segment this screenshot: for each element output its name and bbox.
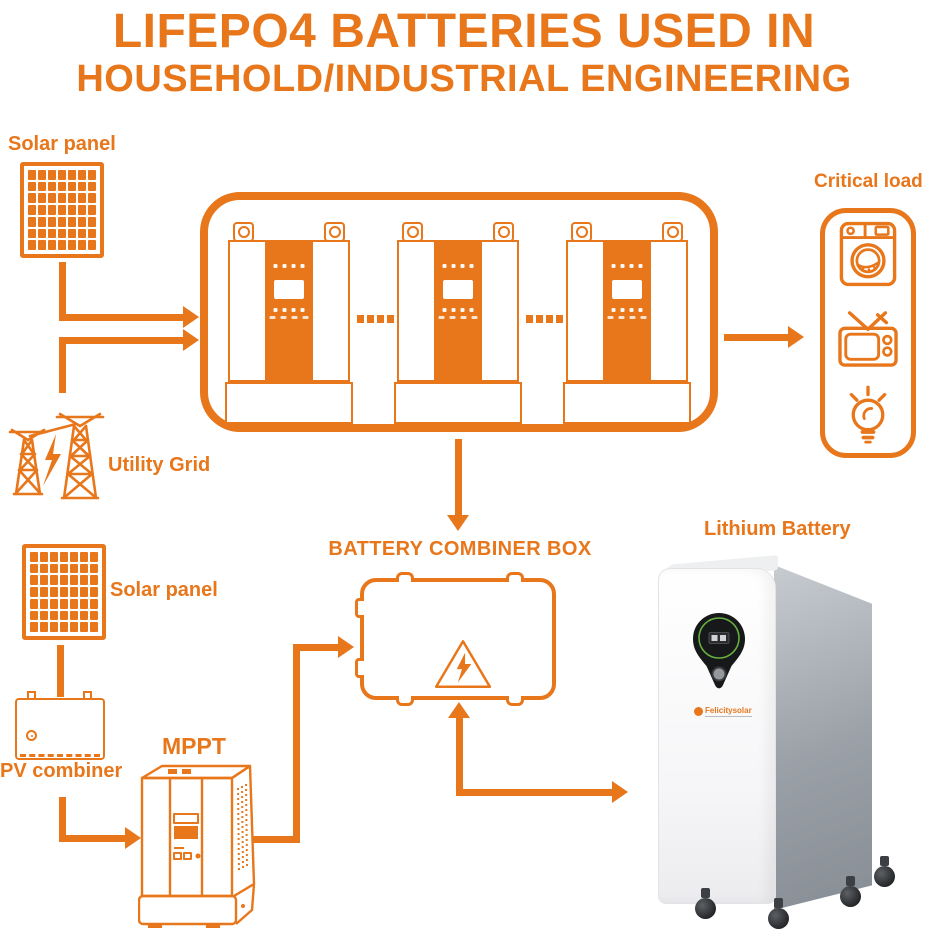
solar-panel-icon	[20, 162, 104, 258]
arrow-mppt-to-combiner-line	[252, 836, 300, 843]
arrow-battery-to-combiner-line	[456, 716, 463, 796]
inverter-ellipsis-dashes	[357, 315, 394, 323]
arrow-mppt-to-combiner-head	[338, 636, 354, 658]
arrow-solar-to-inverters-line	[59, 262, 66, 321]
inverter-ellipsis-dashes	[526, 315, 563, 323]
mppt-controller-icon	[138, 764, 256, 928]
solar-panel-top-label: Solar panel	[8, 133, 116, 155]
battery-display	[693, 613, 745, 689]
solar-panel-bottom-label: Solar panel	[110, 579, 218, 601]
battery-wheel	[874, 856, 895, 887]
arrow-solar-to-inverters-head	[183, 306, 199, 328]
arrow-pv-to-mppt-line	[59, 797, 66, 842]
washing-machine-icon	[839, 221, 897, 287]
battery-side-panel	[774, 565, 872, 910]
critical-load-label: Critical load	[814, 171, 923, 192]
lightning-bolt-icon	[43, 434, 61, 486]
arrow-inverters-to-combiner-head	[447, 515, 469, 531]
page-title-line2: HOUSEHOLD/INDUSTRIAL ENGINEERING	[76, 58, 852, 100]
utility-grid-label: Utility Grid	[108, 454, 211, 476]
pv-combiner-box	[15, 691, 105, 760]
arrow-grid-to-inverters-line	[59, 337, 185, 344]
arrow-grid-to-inverters-line	[59, 337, 66, 393]
battery-wheel	[695, 888, 716, 919]
arrow-mppt-to-combiner-line	[293, 644, 300, 843]
brand-dot-icon	[694, 707, 703, 716]
high-voltage-warning-icon	[434, 640, 492, 688]
arrow-combiner-to-battery-line	[456, 789, 614, 796]
arrow-mppt-to-combiner-line	[300, 644, 340, 651]
pv-combiner-label: PV combiner	[0, 760, 123, 782]
light-bulb-icon	[849, 385, 887, 444]
pv-combiner-indicator-icon	[26, 730, 37, 741]
arrow-battery-to-combiner-head	[448, 702, 470, 718]
battery-logo: Felicitysolar	[694, 706, 752, 717]
battery-wheel	[768, 898, 789, 929]
tv-icon	[838, 311, 898, 367]
battery-logo-text: Felicitysolar	[705, 706, 752, 717]
inverter-icon	[225, 222, 353, 428]
inverter-icon	[394, 222, 522, 428]
mppt-label: MPPT	[162, 733, 226, 759]
battery-combiner-box	[355, 572, 556, 706]
lithium-battery-label: Lithium Battery	[704, 518, 851, 540]
arrow-inverters-to-load-head	[788, 326, 804, 348]
battery-combiner-box-label: BATTERY COMBINER BOX	[328, 538, 592, 560]
arrow-grid-to-inverters-head	[183, 329, 199, 351]
utility-grid-icon	[8, 412, 105, 500]
solar-panel-icon	[22, 544, 106, 640]
page-title-line1: LIFEPO4 BATTERIES USED IN	[112, 5, 816, 58]
battery-wheel	[840, 876, 861, 907]
arrow-combiner-to-battery-head	[612, 781, 628, 803]
arrow-inverters-to-load-line	[724, 334, 790, 341]
arrow-inverters-to-combiner-line	[455, 439, 462, 517]
arrow-pv-to-mppt-line	[59, 835, 127, 842]
line-solar-to-pv-combiner	[57, 645, 64, 697]
arrow-solar-to-inverters-line	[59, 314, 185, 321]
inverter-icon	[563, 222, 691, 428]
arrow-pv-to-mppt-head	[125, 827, 141, 849]
lithium-battery-image: Felicitysolar	[646, 555, 922, 932]
